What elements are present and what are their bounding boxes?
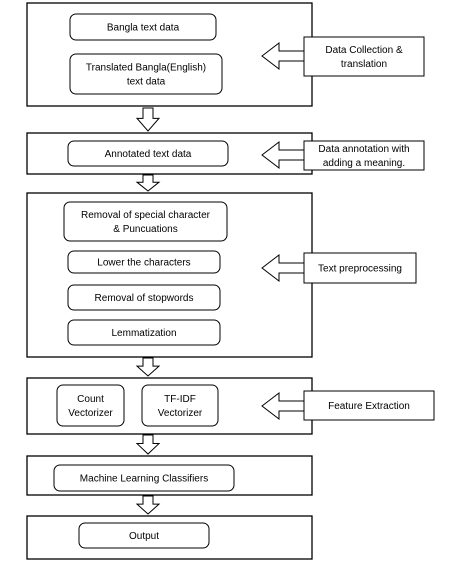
step-label-line-1: Machine Learning Classifiers xyxy=(80,474,208,485)
stage-5: Machine Learning Classifiers xyxy=(26,455,313,496)
down-arrow-icon xyxy=(135,107,161,132)
side-label-box xyxy=(303,252,417,284)
down-arrow-icon xyxy=(135,357,161,377)
step-box xyxy=(69,53,223,95)
step-box xyxy=(69,13,217,41)
stage-3-step-1: Removal of special character & Puncuation… xyxy=(63,201,228,242)
side-label-line-1: Feature Extraction xyxy=(328,401,410,412)
step-label-line-1: Bangla text data xyxy=(107,23,180,34)
stage-3-step-4: Lemmatization xyxy=(67,319,221,346)
stage-1-side-label: Data Collection & translation xyxy=(261,36,425,77)
step-box xyxy=(56,384,125,427)
stage-1-step-2: Translated Bangla(English) text data xyxy=(69,53,223,95)
step-label-line-1: Count xyxy=(77,394,104,405)
stage-3-step-3: Removal of stopwords xyxy=(67,284,221,311)
step-box xyxy=(67,284,221,311)
side-label-box xyxy=(303,390,435,421)
step-box xyxy=(67,250,221,274)
stage-5-step-1: Machine Learning Classifiers xyxy=(53,464,235,492)
step-label-line-1: Translated Bangla(English) xyxy=(86,63,206,74)
stage-6: Output xyxy=(26,515,313,560)
step-label-line-1: Lemmatization xyxy=(111,328,176,339)
step-label-line-2: Vectorizer xyxy=(158,408,203,419)
step-box xyxy=(53,464,235,492)
stage-4-side-label: Feature Extraction xyxy=(261,390,435,421)
step-label-line-1: Annotated text data xyxy=(105,149,192,160)
side-label-box xyxy=(303,140,425,171)
stage-2-step-1: Annotated text data xyxy=(67,140,229,167)
side-label-line-1: Text preprocessing xyxy=(318,264,402,275)
stage-6-step-1: Output xyxy=(78,522,210,549)
stage-2-side-label: Data annotation with adding a meaning. xyxy=(261,140,425,171)
side-label-box xyxy=(303,36,425,77)
step-label-line-1: Removal of special character xyxy=(81,210,211,221)
stage-3: Removal of special character & Puncuation… xyxy=(26,192,313,358)
step-label-line-1: Removal of stopwords xyxy=(95,293,194,304)
step-box xyxy=(78,522,210,549)
step-label-line-1: Output xyxy=(129,531,159,542)
step-box xyxy=(67,140,229,167)
down-arrow-icon xyxy=(135,434,161,455)
step-label-line-1: TF-IDF xyxy=(164,394,196,405)
step-label-line-2: text data xyxy=(127,77,166,88)
step-box xyxy=(63,201,228,242)
down-arrow-icon xyxy=(135,495,161,515)
stage-3-side-label: Text preprocessing xyxy=(261,252,417,284)
stage-1-step-1: Bangla text data xyxy=(69,13,217,41)
step-label-line-1: Lower the characters xyxy=(97,258,190,269)
step-box xyxy=(141,384,219,427)
side-label-line-2: adding a meaning. xyxy=(323,158,405,169)
side-label-line-2: translation xyxy=(341,59,387,70)
stage-3-step-2: Lower the characters xyxy=(67,250,221,274)
step-label-line-2: Vectorizer xyxy=(68,408,113,419)
step-box xyxy=(67,319,221,346)
step-label-line-2: & Puncuations xyxy=(113,224,178,235)
side-label-line-1: Data annotation with xyxy=(318,144,409,155)
side-label-line-1: Data Collection & xyxy=(325,45,403,56)
stage-4-step-2: TF-IDF Vectorizer xyxy=(141,384,219,427)
down-arrow-icon xyxy=(135,174,161,192)
down-arrows-layer xyxy=(135,107,161,515)
